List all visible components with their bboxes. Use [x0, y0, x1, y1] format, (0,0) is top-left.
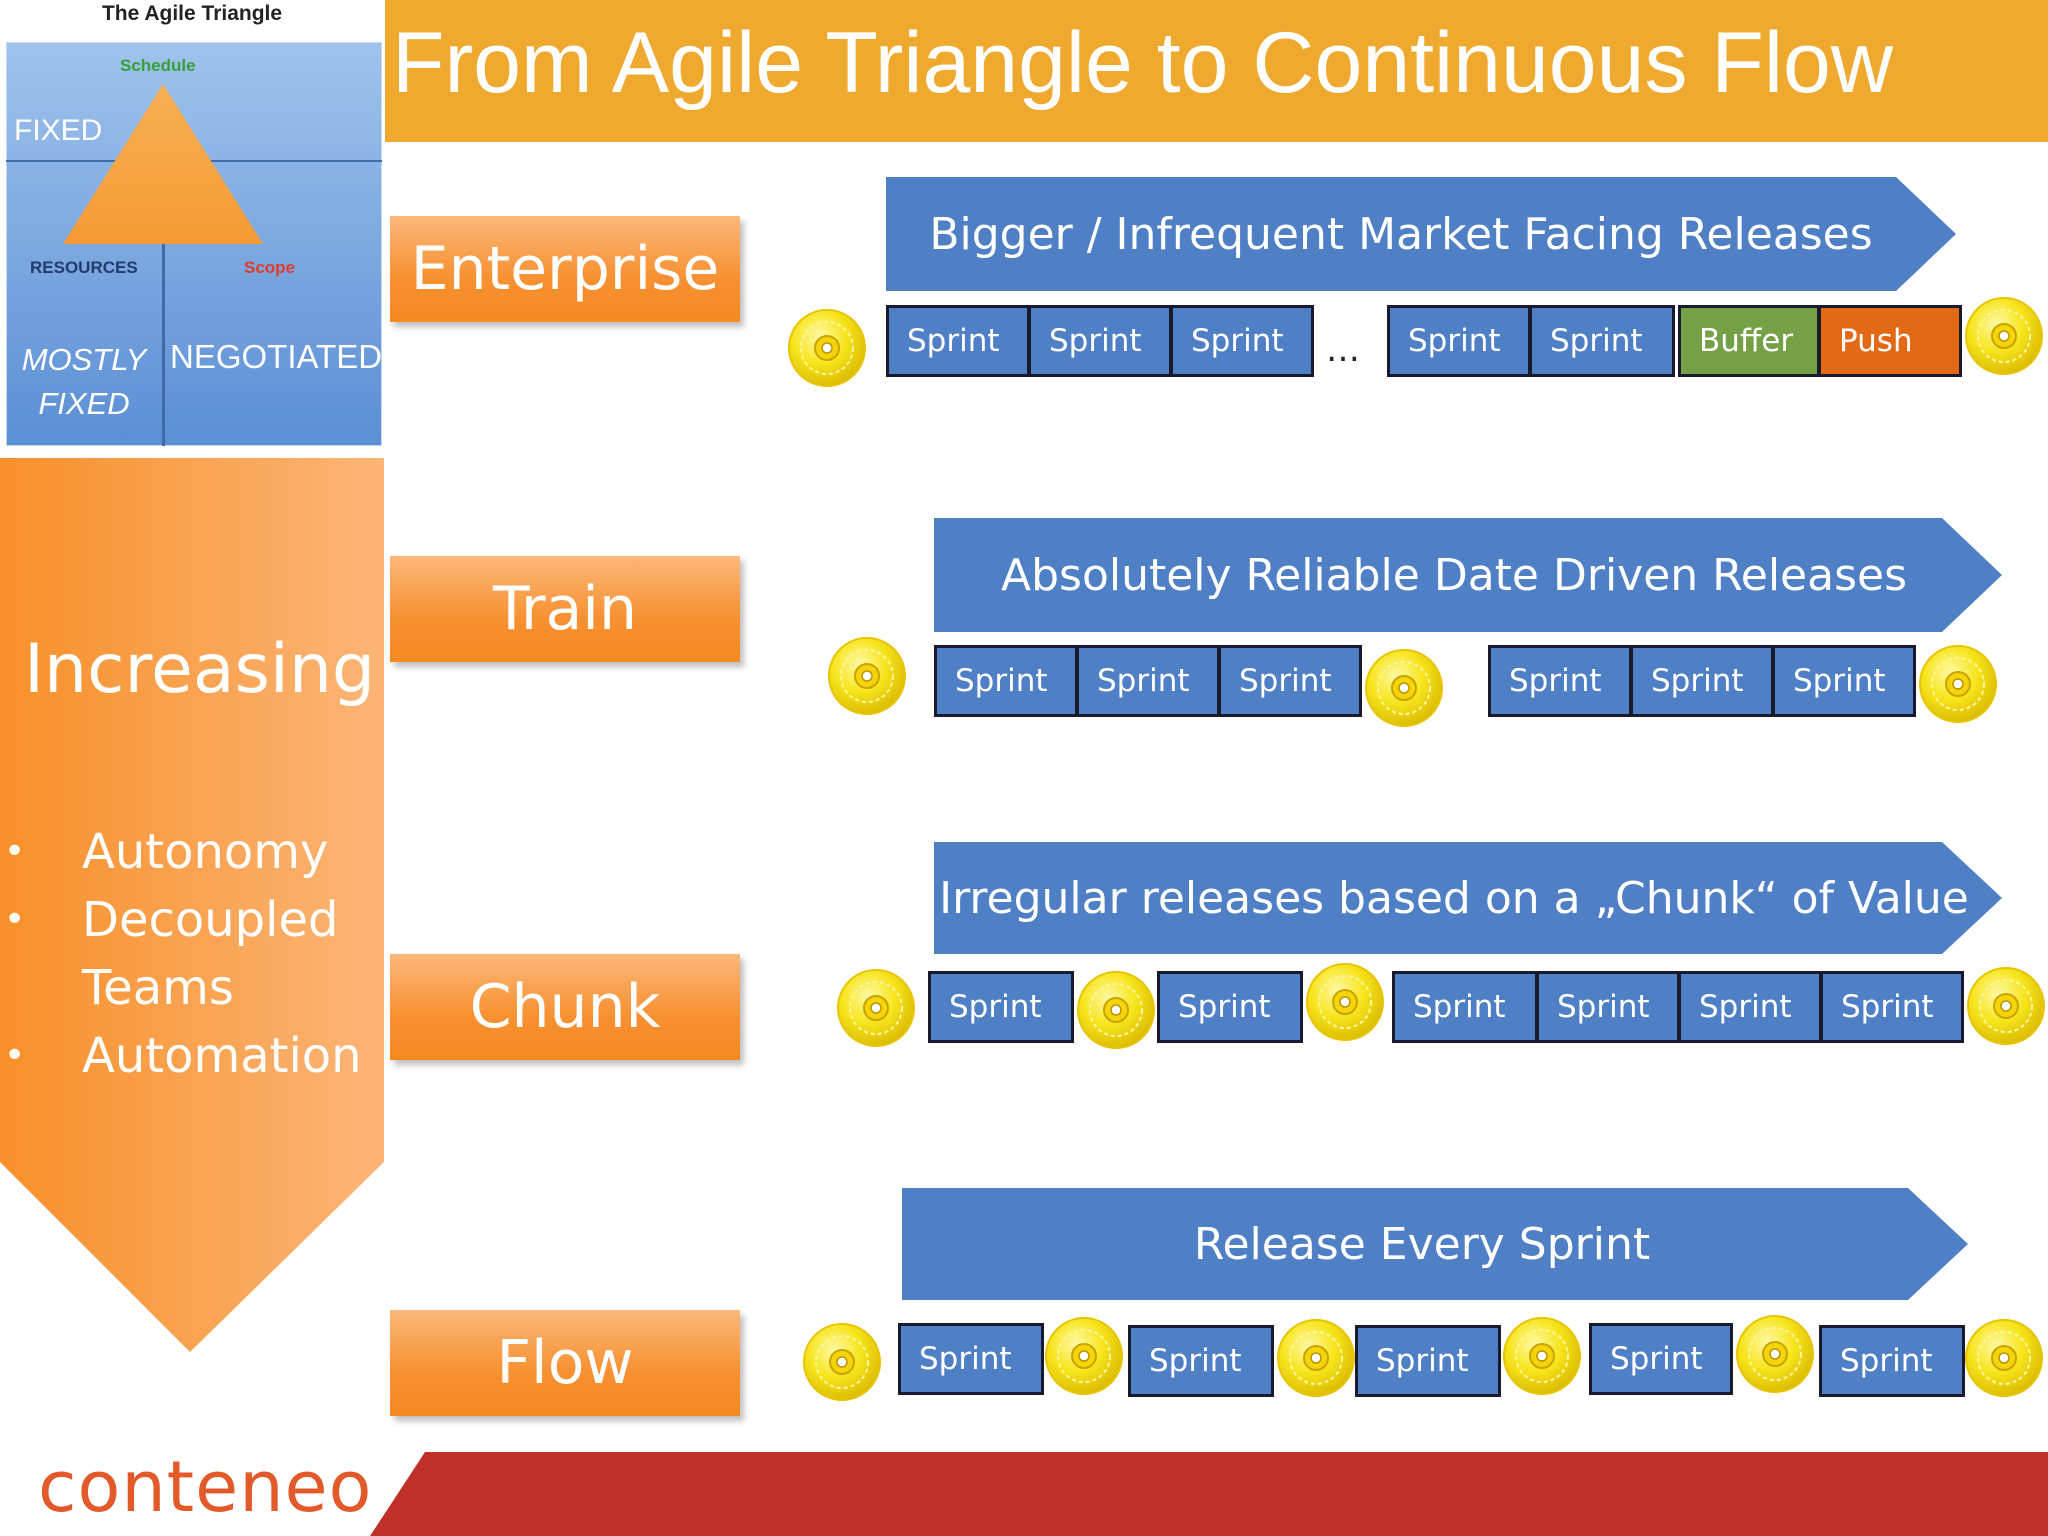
triangle-schedule-label: Schedule: [120, 56, 196, 75]
sprint-box: Sprint: [934, 645, 1078, 717]
cd-icon: [1362, 646, 1446, 730]
sprint-box: Sprint: [1355, 1325, 1501, 1397]
triangle-resources-label: RESOURCES: [30, 258, 138, 277]
cd-icon: [1074, 968, 1158, 1052]
bullet-icon: •: [4, 1035, 26, 1076]
cd-icon: [1964, 964, 2048, 1048]
sprint-box: Sprint: [1630, 645, 1774, 717]
increasing-arrow: [0, 458, 384, 1352]
level-flow: Flow: [390, 1310, 740, 1416]
bullet-icon: •: [4, 831, 26, 872]
sprint-box: Sprint: [1589, 1323, 1733, 1395]
sprint-box: Sprint: [1387, 305, 1531, 377]
sprint-box: Sprint: [1028, 305, 1172, 377]
sprint-box: Sprint: [1170, 305, 1314, 377]
cd-icon: [1916, 642, 2000, 726]
title-bar: [385, 0, 2048, 142]
increasing-list: •Autonomy •Decoupled Teams •Automation: [0, 818, 380, 1090]
cd-icon: [800, 1320, 884, 1404]
sprint-box: Sprint: [898, 1323, 1044, 1395]
triangle-fixed-label: FIXED: [14, 114, 103, 147]
level-train: Train: [390, 556, 740, 662]
conteneo-logo: conteneo: [38, 1446, 373, 1528]
sprint-box: Sprint: [1157, 971, 1303, 1043]
sprint-box: Sprint: [1536, 971, 1680, 1043]
level-chunk: Chunk: [390, 954, 740, 1060]
cd-icon: [1042, 1314, 1126, 1398]
level-enterprise: Enterprise: [390, 216, 740, 322]
footer-bar: [0, 1452, 2048, 1536]
cd-icon: [825, 634, 909, 718]
buffer-box: Buffer: [1678, 305, 1820, 377]
list-item: •Automation: [0, 1022, 380, 1090]
sprint-box: Sprint: [1488, 645, 1632, 717]
banner-enterprise-text: Bigger / Infrequent Market Facing Releas…: [929, 208, 1873, 260]
sprint-box: Sprint: [1772, 645, 1916, 717]
triangle-mostly-fixed-label: MOSTLY FIXED: [21, 342, 147, 421]
cd-icon: [834, 966, 918, 1050]
banner-enterprise: Bigger / Infrequent Market Facing Releas…: [886, 177, 1956, 291]
cd-icon: [1733, 1312, 1817, 1396]
list-item: •Decoupled Teams: [0, 886, 380, 1022]
sprint-box: Sprint: [928, 971, 1074, 1043]
page-title: From Agile Triangle to Continuous Flow: [392, 15, 1893, 111]
triangle-divider-vertical: [162, 162, 165, 446]
ellipsis: …: [1326, 330, 1360, 370]
banner-chunk: Irregular releases based on a „Chunk“ of…: [934, 842, 2002, 954]
sprint-box: Sprint: [1529, 305, 1675, 377]
cd-icon: [1303, 960, 1387, 1044]
banner-train: Absolutely Reliable Date Driven Releases: [934, 518, 2002, 632]
banner-flow: Release Every Sprint: [902, 1188, 1968, 1300]
triangle-shape: [63, 84, 263, 244]
bullet-icon: •: [4, 899, 26, 940]
triangle-scope-label: Scope: [244, 258, 296, 277]
sprint-box: Sprint: [1076, 645, 1220, 717]
banner-flow-text: Release Every Sprint: [1193, 1218, 1651, 1270]
banner-chunk-text: Irregular releases based on a „Chunk“ of…: [939, 872, 1969, 924]
sprint-box: Sprint: [1392, 971, 1538, 1043]
cd-icon: [1274, 1316, 1358, 1400]
cd-icon: [1962, 294, 2046, 378]
sprint-box: Sprint: [1128, 1325, 1274, 1397]
sprint-box: Sprint: [1678, 971, 1822, 1043]
sprint-box: Sprint: [1820, 971, 1964, 1043]
cd-icon: [785, 306, 869, 390]
cd-icon: [1962, 1316, 2046, 1400]
sprint-box: Sprint: [886, 305, 1030, 377]
sprint-box: Sprint: [1819, 1325, 1965, 1397]
list-item: •Autonomy: [0, 818, 380, 886]
cd-icon: [1500, 1314, 1584, 1398]
sprint-box: Sprint: [1218, 645, 1362, 717]
push-box: Push: [1818, 305, 1962, 377]
banner-train-text: Absolutely Reliable Date Driven Releases: [1000, 549, 1908, 601]
increasing-title: Increasing: [24, 630, 376, 709]
triangle-negotiated-label: NEGOTIATED: [170, 338, 383, 375]
triangle-heading: The Agile Triangle: [101, 2, 283, 25]
